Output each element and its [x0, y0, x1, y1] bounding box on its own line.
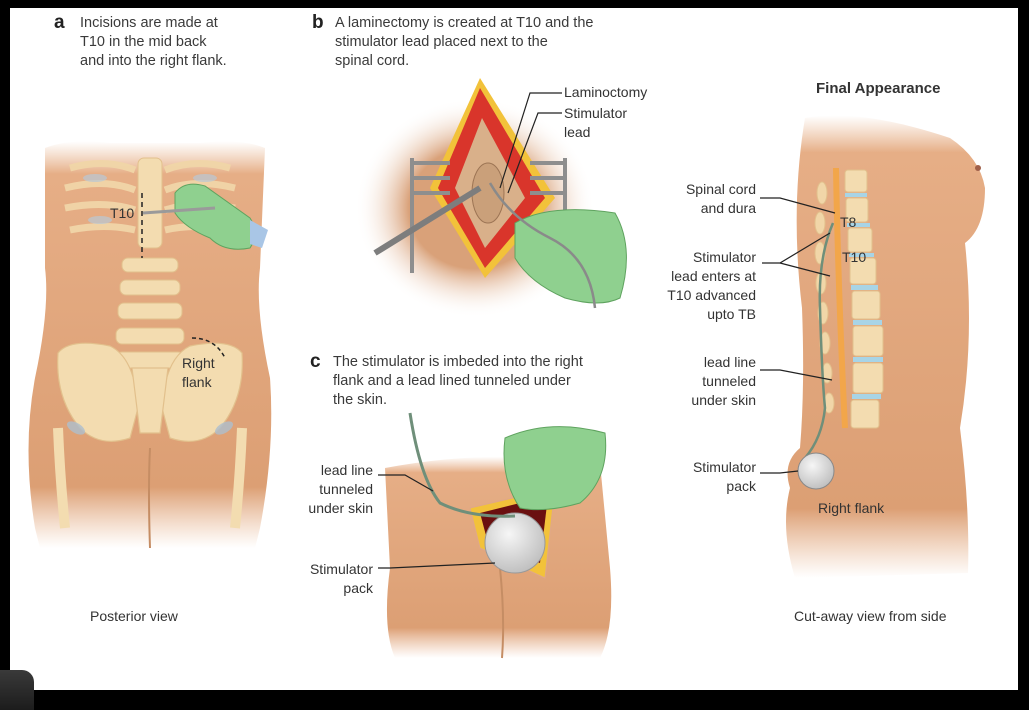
- label-lead-line-final: lead line tunneled under skin: [650, 353, 756, 410]
- cutaway-view-label: Cut-away view from side: [794, 608, 947, 624]
- label-line: Right: [182, 355, 215, 371]
- label-right-flank: Right flank: [182, 354, 215, 392]
- final-appearance-heading: Final Appearance: [816, 80, 941, 97]
- panel-a-letter: a: [54, 12, 65, 33]
- label-stimulator-lead-b: Stimulator lead: [564, 104, 627, 142]
- caption-line: the skin.: [333, 392, 387, 408]
- label-t10-side: T10: [842, 249, 867, 265]
- label-line: upto TB: [707, 306, 756, 322]
- illustration-layer: [28, 78, 985, 659]
- figure: a Incisions are made at T10 in the mid b…: [10, 8, 1018, 690]
- label-line: Stimulator: [692, 249, 756, 265]
- posterior-torso-illustration: [28, 141, 272, 549]
- posterior-view-label: Posterior view: [90, 608, 178, 624]
- label-right-flank-final: Right flank: [818, 500, 885, 516]
- caption-line: The stimulator is imbeded into the right: [333, 354, 583, 370]
- label-lead-line-c: lead line tunneled under skin: [280, 461, 373, 518]
- implant-illustration: [378, 412, 612, 659]
- label-line: lead line: [320, 462, 373, 478]
- label-line: flank: [182, 374, 212, 390]
- label-line: under skin: [691, 392, 756, 408]
- label-line: tunneled: [319, 481, 373, 497]
- caption-line: spinal cord.: [335, 53, 410, 69]
- panel-a-caption: Incisions are made at T10 in the mid bac…: [80, 14, 227, 71]
- label-line: Spinal cord: [685, 181, 756, 197]
- panel-c-letter: c: [310, 351, 321, 372]
- label-line: tunneled: [702, 373, 756, 389]
- label-laminectomy: Laminoctomy: [564, 84, 648, 100]
- label-line: pack: [343, 580, 373, 596]
- caption-line: flank and a lead lined tunneled under: [333, 373, 571, 389]
- label-line: Stimulator: [692, 459, 756, 475]
- label-line: pack: [726, 478, 756, 494]
- label-line: under skin: [308, 500, 373, 516]
- label-line: T10 advanced: [667, 287, 756, 303]
- caption-line: and into the right flank.: [80, 53, 227, 69]
- label-line: lead: [564, 124, 591, 140]
- label-line: and dura: [700, 200, 756, 216]
- side-view-illustration: [760, 115, 985, 578]
- label-t10-posterior: T10: [110, 205, 135, 221]
- laminectomy-illustration: [355, 78, 627, 318]
- label-t8: T8: [840, 214, 857, 230]
- label-stimulator-pack-final: Stimulator pack: [650, 458, 756, 496]
- label-line: lead line: [703, 354, 756, 370]
- panel-b-letter: b: [312, 12, 324, 33]
- label-line: Stimulator: [309, 561, 373, 577]
- label-spinal-cord: Spinal cord and dura: [650, 180, 756, 218]
- label-stimulator-lead-final: Stimulator lead enters at T10 advanced u…: [630, 248, 756, 324]
- panel-c-caption: The stimulator is imbeded into the right…: [333, 353, 583, 410]
- label-stimulator-pack-c: Stimulator pack: [280, 560, 373, 598]
- caption-line: T10 in the mid back: [80, 34, 207, 50]
- caption-line: stimulator lead placed next to the: [335, 34, 548, 50]
- caption-line: Incisions are made at: [80, 15, 218, 31]
- panel-b-caption: A laminectomy is created at T10 and the …: [335, 14, 593, 71]
- corner-overlay-button[interactable]: [0, 670, 34, 710]
- label-line: lead enters at: [671, 268, 756, 284]
- caption-line: A laminectomy is created at T10 and the: [335, 15, 594, 31]
- label-line: Stimulator: [564, 105, 628, 121]
